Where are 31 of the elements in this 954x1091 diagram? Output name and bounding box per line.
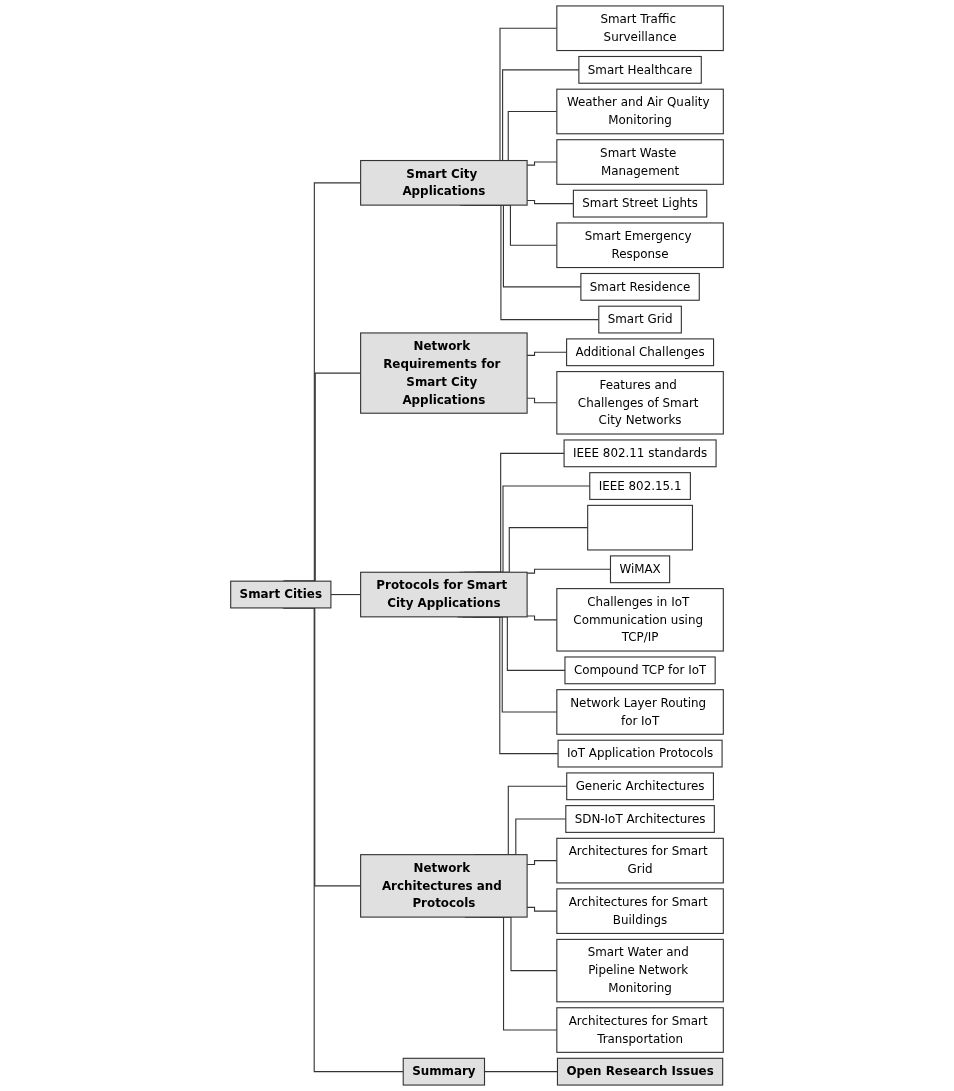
node-box: Smart Cities	[230, 580, 332, 609]
node-box: Compound TCP for IoT	[564, 656, 716, 685]
node-box: Open Research Issues	[556, 1057, 724, 1086]
node-box: IoT Application Protocols	[557, 739, 723, 768]
node-box: Smart Waste Management	[556, 139, 724, 185]
node-box: Architectures for Smart Transportation	[556, 1007, 724, 1053]
node-box: Challenges in IoT Communication using TCP/IP	[556, 588, 724, 652]
node-box: Additional Challenges	[566, 338, 715, 367]
node-box: IEEE 802.15.1	[589, 472, 691, 500]
node-box: Architectures for Smart Buildings	[556, 888, 724, 934]
node-box: Smart Street Lights	[572, 189, 708, 218]
node-box: Generic Architectures	[566, 772, 714, 801]
node-box	[587, 504, 693, 551]
node-box: Architectures for Smart Grid	[556, 837, 724, 884]
node-box: IEEE 802.11 standards	[563, 439, 717, 468]
node-box: Smart Residence	[580, 272, 700, 301]
node-box: Smart City Applications	[360, 159, 528, 206]
node-box: Summary	[402, 1057, 486, 1086]
node-box: Network Architectures and Protocols	[360, 854, 528, 918]
node-box: Features and Challenges of Smart City Networks	[556, 371, 724, 435]
node-box: Smart Healthcare	[578, 55, 702, 84]
node-box: Weather and Air Quality Monitoring	[556, 88, 724, 135]
node-box: Smart Emergency Response	[556, 222, 724, 269]
node-box: WiMAX	[609, 555, 671, 584]
node-box: SDN-IoT Architectures	[565, 805, 715, 833]
node-box: Network Requirements for Smart City Applications	[360, 332, 528, 414]
node-box: Smart Grid	[598, 305, 682, 334]
node-box: Network Layer Routing for IoT	[556, 689, 724, 735]
node-box: Smart Traffic Surveillance	[556, 5, 724, 52]
node-box: Smart Water and Pipeline Network Monitoring	[556, 938, 724, 1003]
node-box: Protocols for Smart City Applications	[360, 571, 528, 618]
